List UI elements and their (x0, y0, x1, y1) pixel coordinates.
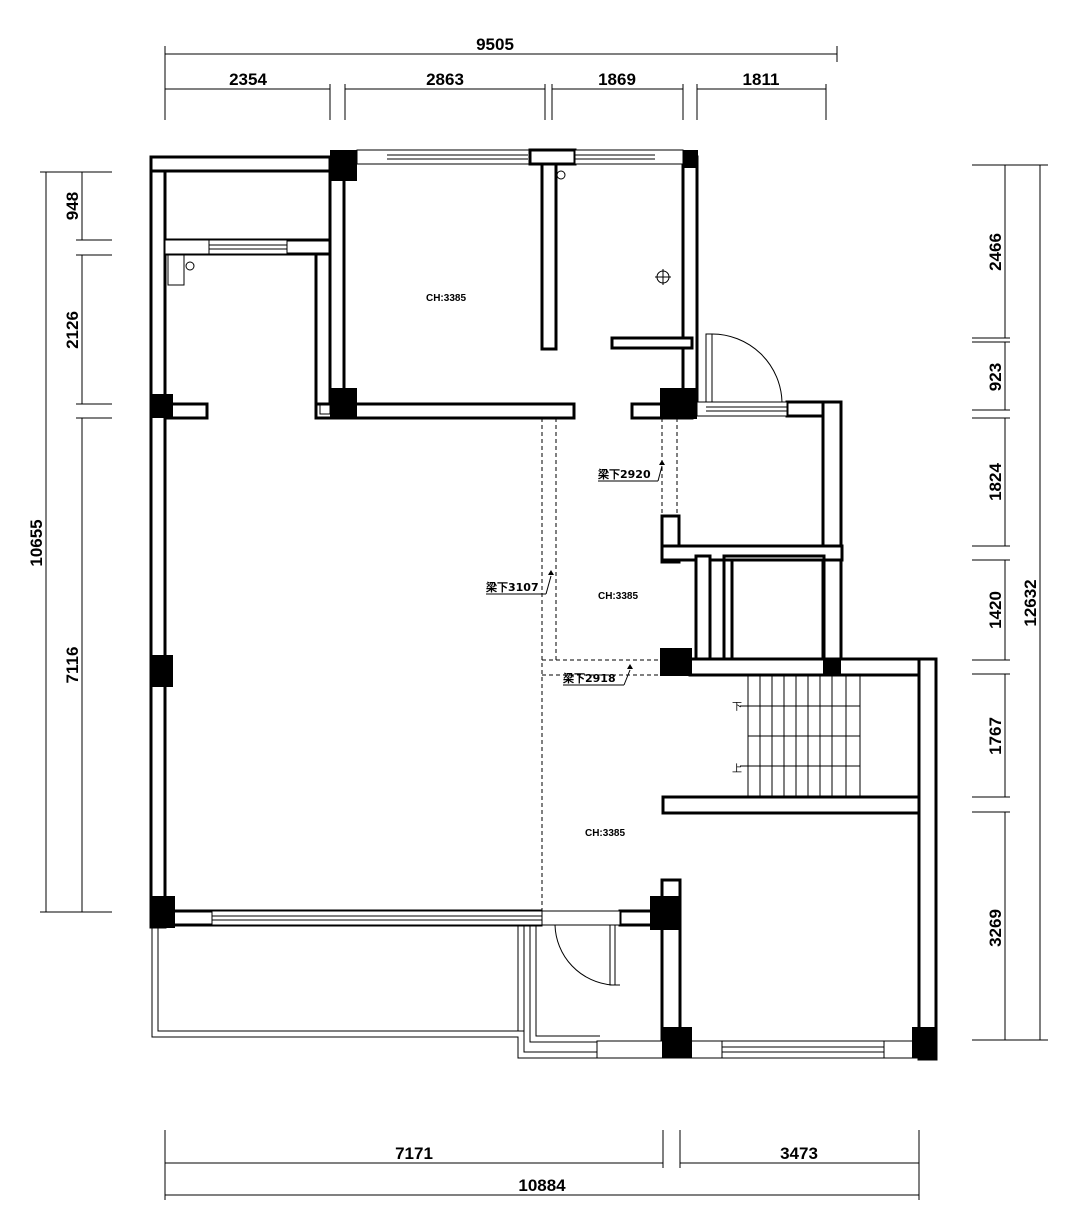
beam-label-3107: 梁下3107 (485, 580, 539, 594)
dimension-labels: 9505 2354 2863 1869 1811 7171 3473 10884… (27, 35, 1040, 1195)
dim-right-2: 923 (986, 363, 1005, 391)
staircase: 下 上 (732, 674, 861, 798)
dim-top-1: 2354 (229, 70, 267, 89)
fixtures (167, 170, 671, 415)
drain-icon (556, 170, 566, 180)
dim-right-total: 12632 (1021, 579, 1040, 626)
balcony (151, 925, 935, 1059)
ceiling-height-bottom: CH:3385 (585, 828, 625, 839)
windows (164, 149, 920, 1059)
dim-top-4: 1811 (743, 70, 780, 89)
dim-left-2: 2126 (63, 311, 82, 349)
dim-top-total: 9505 (476, 35, 514, 54)
ceiling-height-center: CH:3385 (598, 591, 638, 602)
dim-left-3: 7116 (63, 647, 82, 684)
dim-left-total: 10655 (27, 519, 46, 566)
columns (151, 150, 937, 1058)
water-heater-icon (167, 254, 185, 286)
doors (554, 333, 783, 986)
dim-right-3: 1824 (986, 463, 1005, 501)
dim-left-1: 948 (63, 192, 82, 220)
beam-label-2918: 梁下2918 (562, 671, 616, 685)
dim-right-4: 1420 (986, 591, 1005, 629)
room-labels: CH:3385 CH:3385 CH:3385 梁下2920 梁下3107 梁下… (426, 293, 665, 839)
dim-right-6: 3269 (986, 909, 1005, 947)
stair-up-label: 上 (732, 763, 742, 775)
dim-bottom-2: 3473 (780, 1144, 818, 1163)
dimension-lines (40, 46, 1048, 1200)
dim-bottom-total: 10884 (518, 1176, 566, 1195)
dim-right-5: 1767 (986, 717, 1005, 755)
dim-top-2: 2863 (426, 70, 464, 89)
beam-label-2920: 梁下2920 (597, 467, 651, 481)
stair-down-label: 下 (732, 702, 742, 713)
dim-top-3: 1869 (598, 70, 636, 89)
ceiling-height-top: CH:3385 (426, 293, 466, 304)
dim-right-1: 2466 (986, 233, 1005, 271)
dim-bottom-1: 7171 (395, 1144, 433, 1163)
